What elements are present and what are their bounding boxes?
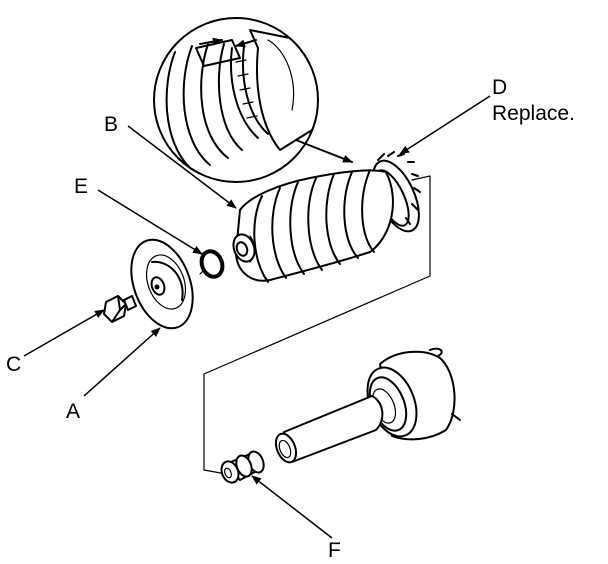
shaft-assembly [274,347,461,464]
callout-c: C [6,353,21,376]
leader-a [83,327,161,397]
callout-b: B [104,113,118,136]
leader-lines [23,95,491,539]
fitting-nut [103,295,137,323]
detail-inset [153,17,353,183]
retaining-ring [199,249,225,279]
callout-labels: B D Replace. E C A F [6,76,575,562]
callout-e: E [74,175,88,198]
callout-f: F [328,539,341,562]
boot-assembly [232,151,421,283]
leader-b [127,125,237,209]
adapter-fitting [220,450,265,484]
callout-d-note: Replace. [492,102,575,125]
dust-shield [130,238,194,330]
axis-bracket [203,175,431,475]
leader-e [97,189,203,255]
leader-c [23,309,105,357]
leader-f [251,475,333,539]
callout-a: A [66,400,80,423]
callout-d: D [492,76,507,99]
leader-d [399,95,491,155]
